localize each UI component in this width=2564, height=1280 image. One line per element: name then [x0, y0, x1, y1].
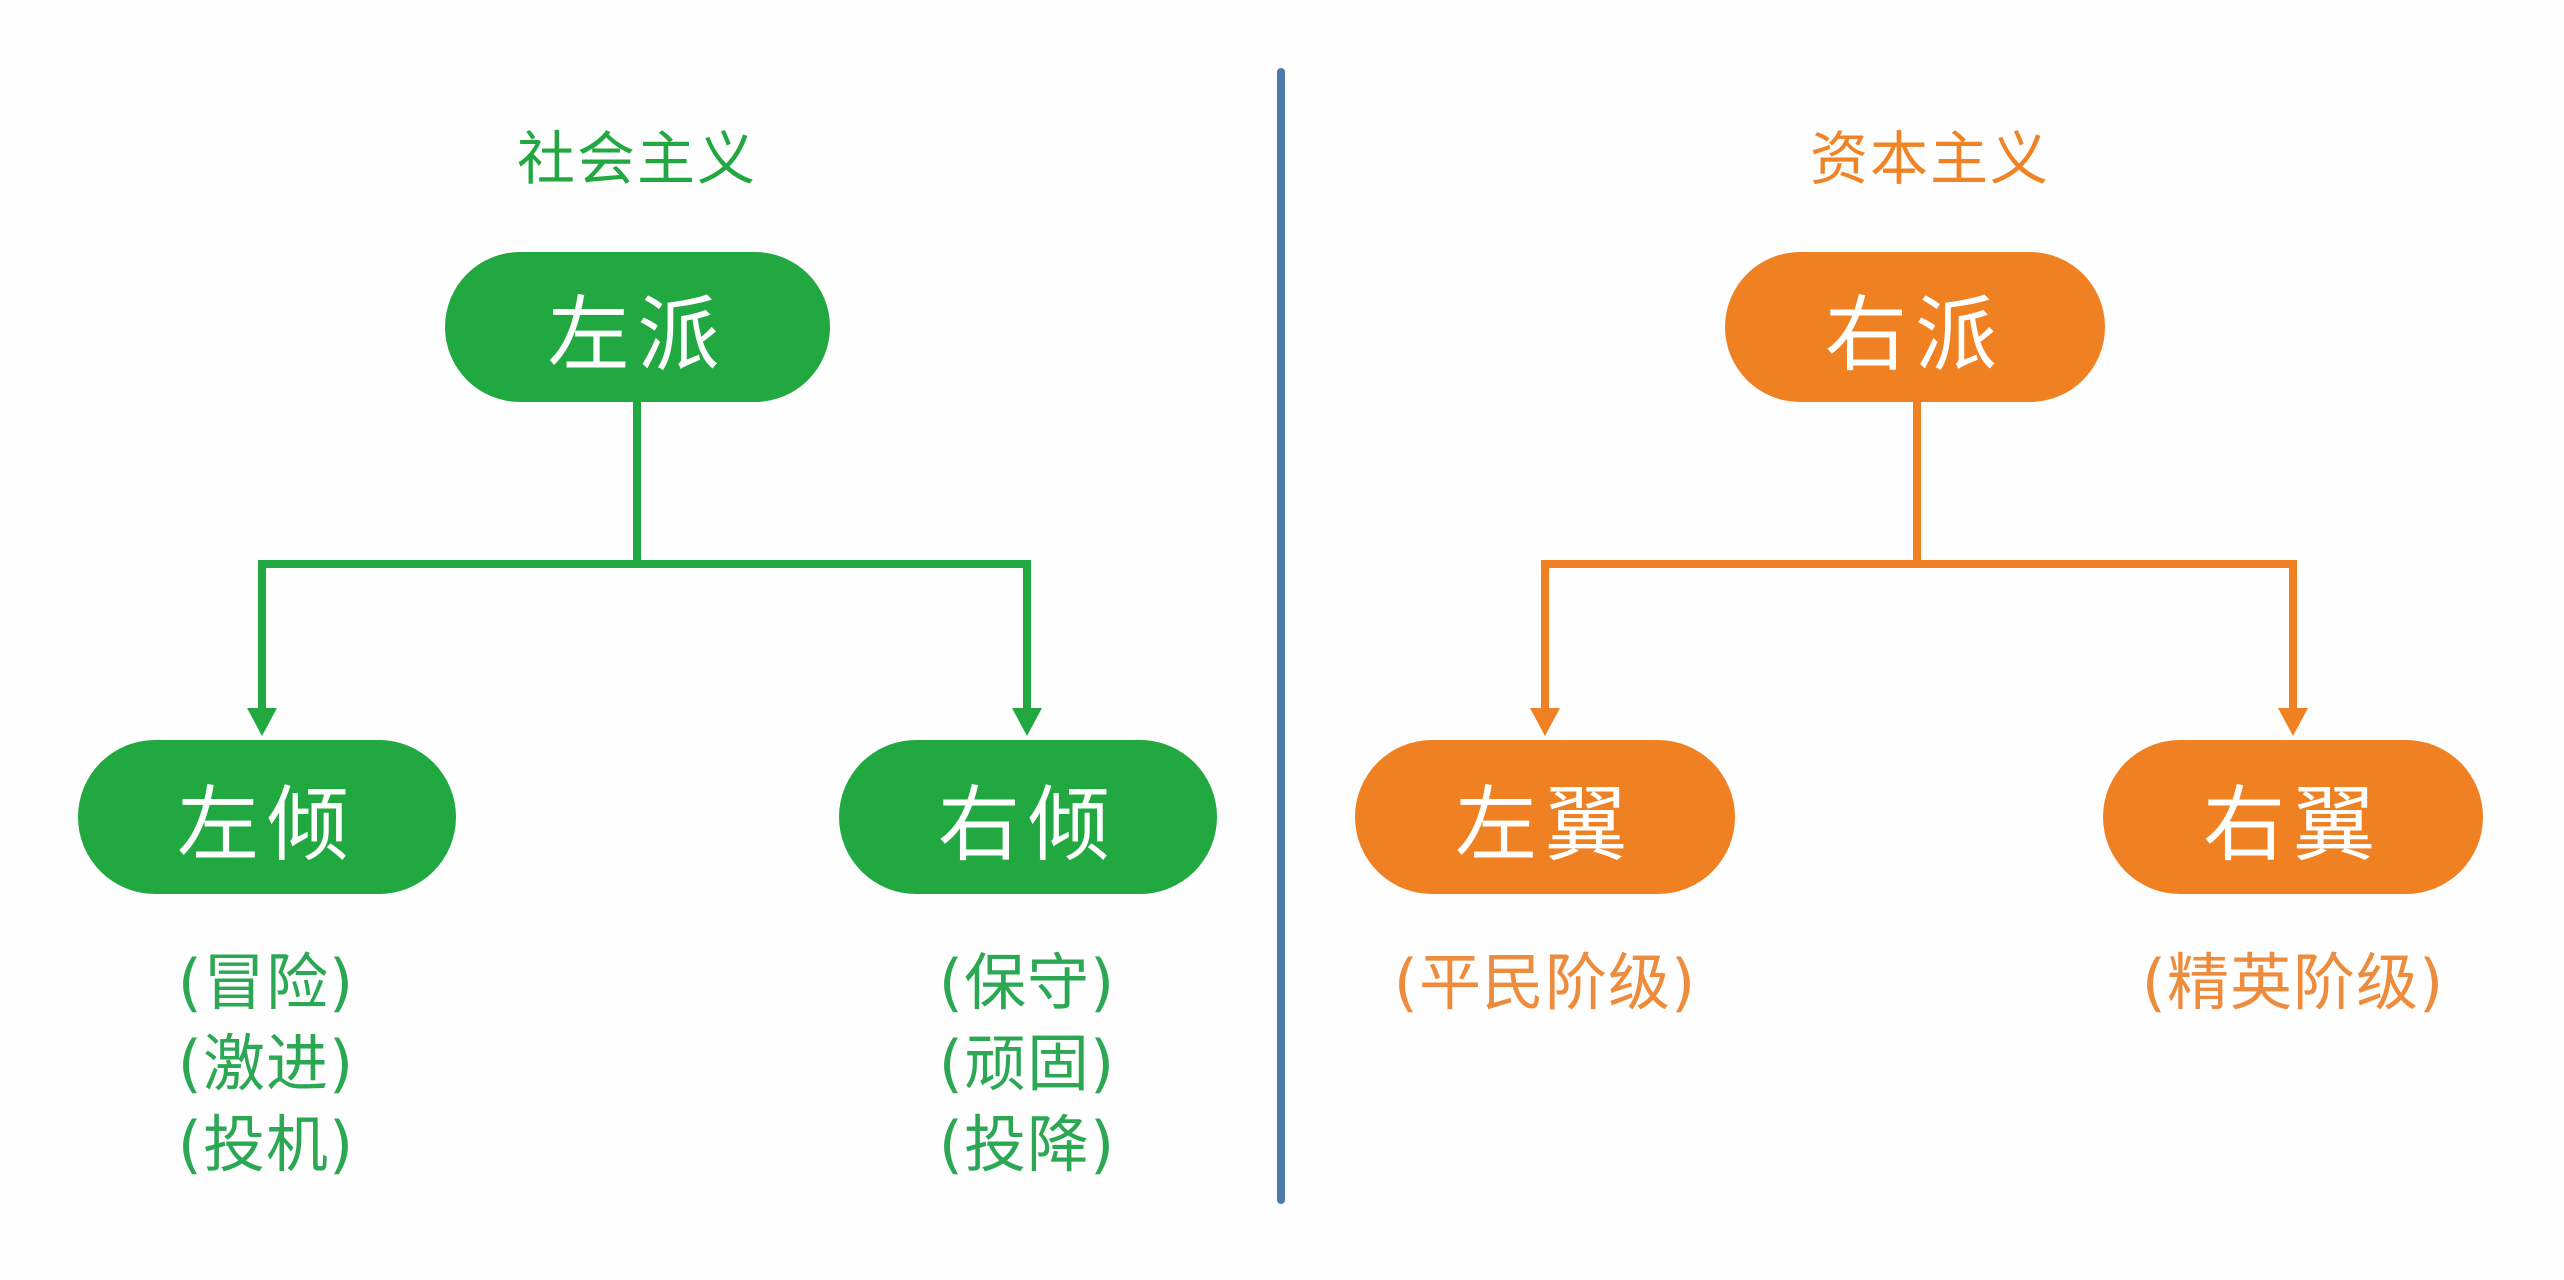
notes-left-wing: (平民阶级): [1345, 942, 1745, 1023]
node-right-wing: 右翼: [2103, 740, 2483, 894]
panel-divider-line: [1277, 68, 1285, 1204]
node-left-faction: 左派: [445, 252, 830, 402]
node-left-wing: 左翼: [1355, 740, 1735, 894]
connector-right-child1-stub: [1541, 560, 1549, 710]
node-right-faction: 右派: [1725, 252, 2105, 402]
note-line: (平民阶级): [1393, 946, 1697, 1019]
connector-left-branch-bar: [258, 560, 1031, 568]
connector-left-root-stem: [633, 400, 641, 564]
node-right-leaning-label: 右倾: [937, 777, 1118, 873]
notes-right-leaning: (保守) (顽固) (投降): [827, 942, 1227, 1185]
node-left-wing-label: 左翼: [1454, 777, 1635, 873]
note-line: (顽固): [938, 1027, 1116, 1100]
node-left-leaning-label: 左倾: [176, 777, 357, 873]
connector-left-child2-stub: [1023, 560, 1031, 710]
note-line: (冒险): [177, 946, 355, 1019]
notes-left-leaning: (冒险) (激进) (投机): [66, 942, 466, 1185]
node-right-wing-label: 右翼: [2202, 777, 2383, 873]
arrowhead-right-child1: [1530, 708, 1560, 736]
connector-right-child2-stub: [2289, 560, 2297, 710]
arrowhead-right-child2: [2278, 708, 2308, 736]
notes-right-wing: (精英阶级): [2093, 942, 2493, 1023]
arrowhead-left-child2: [1012, 708, 1042, 736]
socialism-title: 社会主义: [516, 125, 757, 193]
node-right-leaning: 右倾: [839, 740, 1217, 894]
arrowhead-left-child1: [247, 708, 277, 736]
note-line: (投机): [177, 1108, 355, 1181]
connector-right-branch-bar: [1541, 560, 2297, 568]
note-line: (精英阶级): [2141, 946, 2445, 1019]
node-left-faction-label: 左派: [547, 287, 728, 383]
connector-left-child1-stub: [258, 560, 266, 710]
connector-right-root-stem: [1913, 400, 1921, 564]
note-line: (保守): [938, 946, 1116, 1019]
node-left-leaning: 左倾: [78, 740, 456, 894]
note-line: (激进): [177, 1027, 355, 1100]
capitalism-title: 资本主义: [1809, 125, 2050, 193]
note-line: (投降): [938, 1108, 1116, 1181]
node-right-faction-label: 右派: [1824, 287, 2005, 383]
